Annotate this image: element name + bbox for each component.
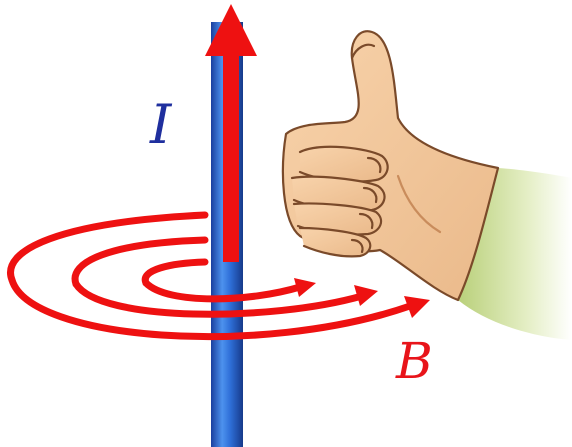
field-arrowheads: [294, 278, 430, 318]
field-arrowhead-middle: [354, 285, 378, 306]
magnetic-field-label: B: [396, 336, 433, 386]
field-loop-outer-back: [11, 215, 205, 280]
field-loop-inner-back: [145, 262, 205, 283]
current-label: I: [150, 98, 171, 152]
field-loops-back: [11, 215, 205, 284]
field-arrowhead-inner: [294, 278, 316, 297]
current-arrow-shaft: [223, 48, 239, 262]
thumbs-up-hand-icon: [283, 31, 572, 340]
